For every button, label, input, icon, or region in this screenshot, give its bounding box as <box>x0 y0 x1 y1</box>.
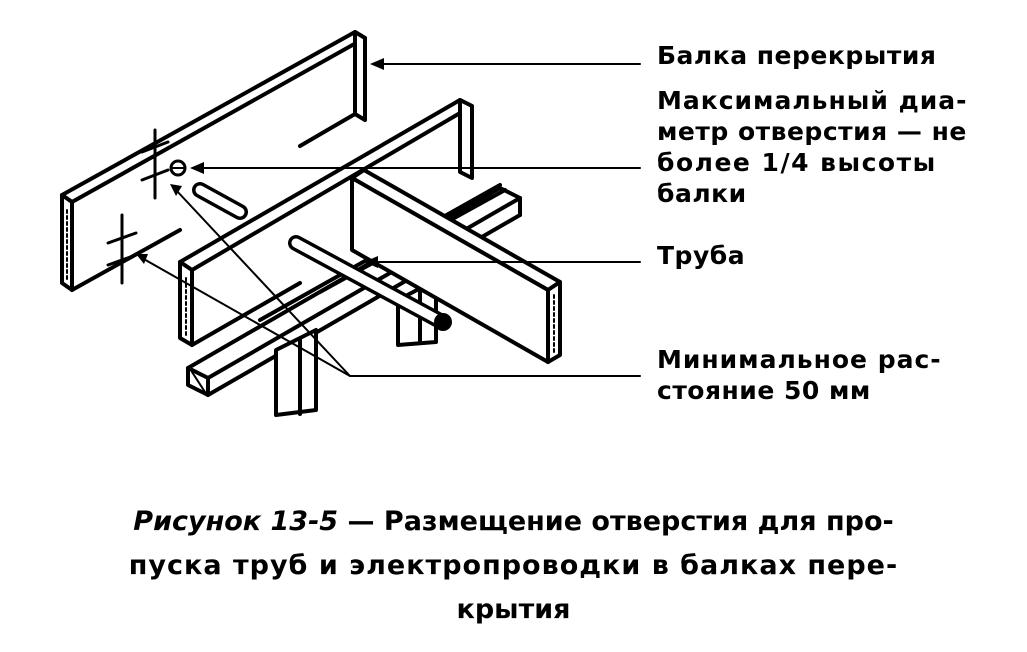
arrowhead-beam <box>370 58 384 70</box>
caption-text-line1: Размещение отверстия для про- <box>383 506 894 537</box>
figure-number: Рисунок 13-5 <box>133 506 339 537</box>
label-beam: Балка перекрытия <box>657 40 936 71</box>
caption-text-line2: пуска труб и электропроводки в балках пе… <box>128 550 899 581</box>
floor-joist-middle <box>178 98 474 347</box>
label-max-diameter-line4: балки <box>657 179 747 208</box>
label-min-distance: Минимальное рас- стояние 50 мм <box>657 344 942 406</box>
label-max-diameter: Максимальный диа- метр отверстия — не бо… <box>657 85 968 209</box>
leader-arrowheads <box>136 58 384 268</box>
label-beam-text: Балка перекрытия <box>657 41 937 70</box>
leader-lines <box>141 63 641 377</box>
dimension-marks <box>106 128 170 285</box>
label-min-distance-line2: стояние 50 мм <box>657 376 871 405</box>
label-max-diameter-line2: метр отверстия — не <box>657 117 967 146</box>
floor-joist-back <box>60 30 367 292</box>
support-post-left <box>274 328 318 417</box>
label-pipe: Труба <box>657 240 745 271</box>
label-min-distance-line1: Минимальное рас- <box>657 345 942 374</box>
hole-in-beam <box>169 159 187 177</box>
caption-dash: — <box>338 506 384 537</box>
label-pipe-text: Труба <box>657 241 746 270</box>
caption-line1: Рисунок 13-5 — Размещение отверстия для … <box>30 500 997 544</box>
figure-caption: Рисунок 13-5 — Размещение отверстия для … <box>30 500 997 632</box>
label-max-diameter-line1: Максимальный диа- <box>657 86 968 115</box>
arrowhead-distance-lower <box>136 254 148 264</box>
arrowhead-hole <box>190 162 204 174</box>
label-max-diameter-line3: более 1/4 высоты <box>657 148 937 177</box>
arrowhead-distance-upper <box>170 184 182 196</box>
pipe <box>192 182 452 331</box>
caption-text-line3: крытия <box>456 594 571 625</box>
arrowhead-pipe <box>364 256 378 268</box>
floor-joist-front <box>350 168 562 364</box>
